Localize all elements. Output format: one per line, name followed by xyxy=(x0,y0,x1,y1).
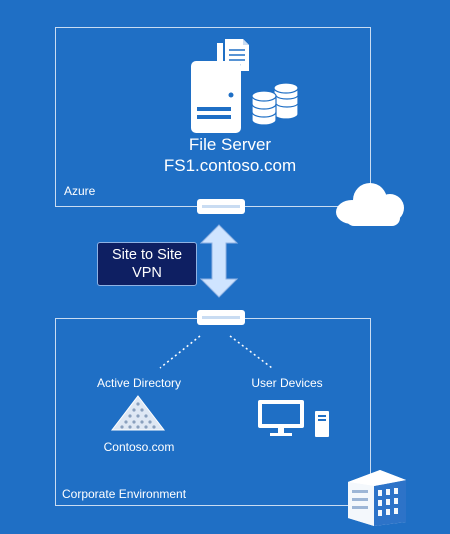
cloud-icon xyxy=(336,183,404,226)
vpn-label-line1: Site to Site xyxy=(111,247,183,263)
router-icon xyxy=(197,199,245,214)
building-icon xyxy=(348,470,406,526)
router-icon xyxy=(197,310,245,325)
file-server-title: File Server xyxy=(188,135,272,154)
server-icon xyxy=(191,61,241,133)
vpn-label-line2: VPN xyxy=(132,265,162,281)
active-directory-title: Active Directory xyxy=(96,376,182,390)
tower-icon xyxy=(315,411,329,437)
user-devices-title: User Devices xyxy=(251,376,323,390)
monitor-icon xyxy=(258,400,304,436)
corporate-label: Corporate Environment xyxy=(62,487,187,501)
azure-label: Azure xyxy=(64,184,96,198)
file-server-host: FS1.contoso.com xyxy=(163,156,297,175)
pyramid-icon xyxy=(110,395,166,431)
active-directory-domain: Contoso.com xyxy=(103,440,175,454)
double-arrow-icon xyxy=(199,224,239,298)
vpn-badge: Site to Site VPN xyxy=(97,242,197,286)
database-icon xyxy=(251,82,299,126)
